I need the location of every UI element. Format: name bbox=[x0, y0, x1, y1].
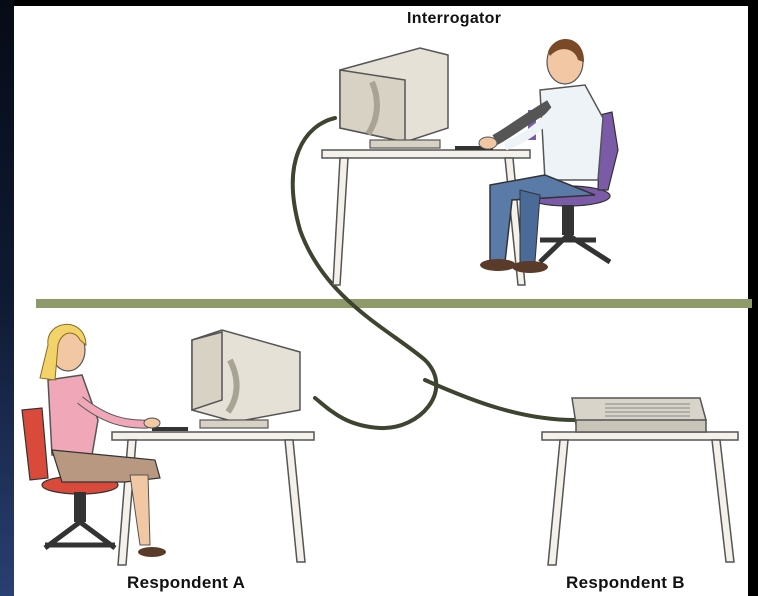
respondent-a-monitor-icon bbox=[152, 329, 301, 431]
interrogator-monitor-icon bbox=[339, 47, 493, 150]
respondent-b-table bbox=[541, 431, 739, 566]
respondent-b-label: Respondent B bbox=[566, 573, 685, 592]
connecting-cable bbox=[290, 116, 577, 431]
frame-left-border bbox=[0, 0, 14, 596]
frame-right-border bbox=[748, 0, 758, 596]
frame-top-border bbox=[0, 0, 758, 6]
room-divider bbox=[36, 299, 752, 308]
interrogator-person bbox=[478, 39, 619, 273]
interrogator-label: Interrogator bbox=[407, 10, 502, 27]
respondent-a-label: Respondent A bbox=[127, 573, 246, 592]
respondent-a-person bbox=[21, 323, 166, 557]
respondent-b-machine-icon bbox=[571, 397, 707, 433]
